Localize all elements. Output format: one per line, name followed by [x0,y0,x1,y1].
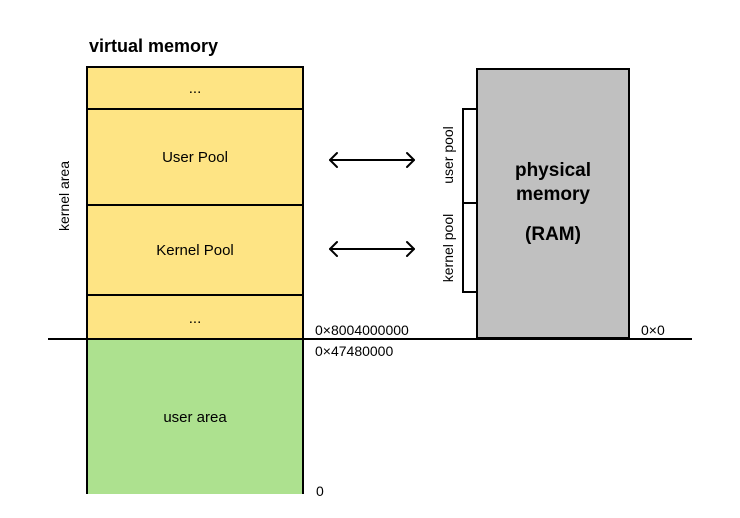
boundary-line [48,338,692,340]
virtual-memory-block: ... User Pool Kernel Pool ... user area [86,66,304,494]
virtual-memory-title: virtual memory [89,36,219,56]
address-ram-base: 0×0 [641,322,665,338]
arrows-layer [329,152,415,257]
ram-label-line3: (RAM) [525,224,581,245]
address-user-top: 0×47480000 [315,343,394,359]
ram-label-line2: memory [516,184,590,205]
address-bottom: 0 [316,483,324,499]
double-arrow-icon [329,241,415,257]
vm-segment-kernel-pool: Kernel Pool [88,204,302,294]
address-kernel-base: 0×8004000000 [315,322,409,338]
ram-label-line1: physical [514,160,592,181]
double-arrow-icon [329,152,415,168]
physical-memory-block: physical memory (RAM) [476,68,630,339]
kernel-pool-bracket [462,202,478,293]
vm-segment-top-ellipsis: ... [88,68,302,108]
vm-segment-user-area: user area [88,340,302,494]
vm-segment-bottom-ellipsis: ... [88,294,302,340]
vm-segment-user-pool: User Pool [88,108,302,204]
